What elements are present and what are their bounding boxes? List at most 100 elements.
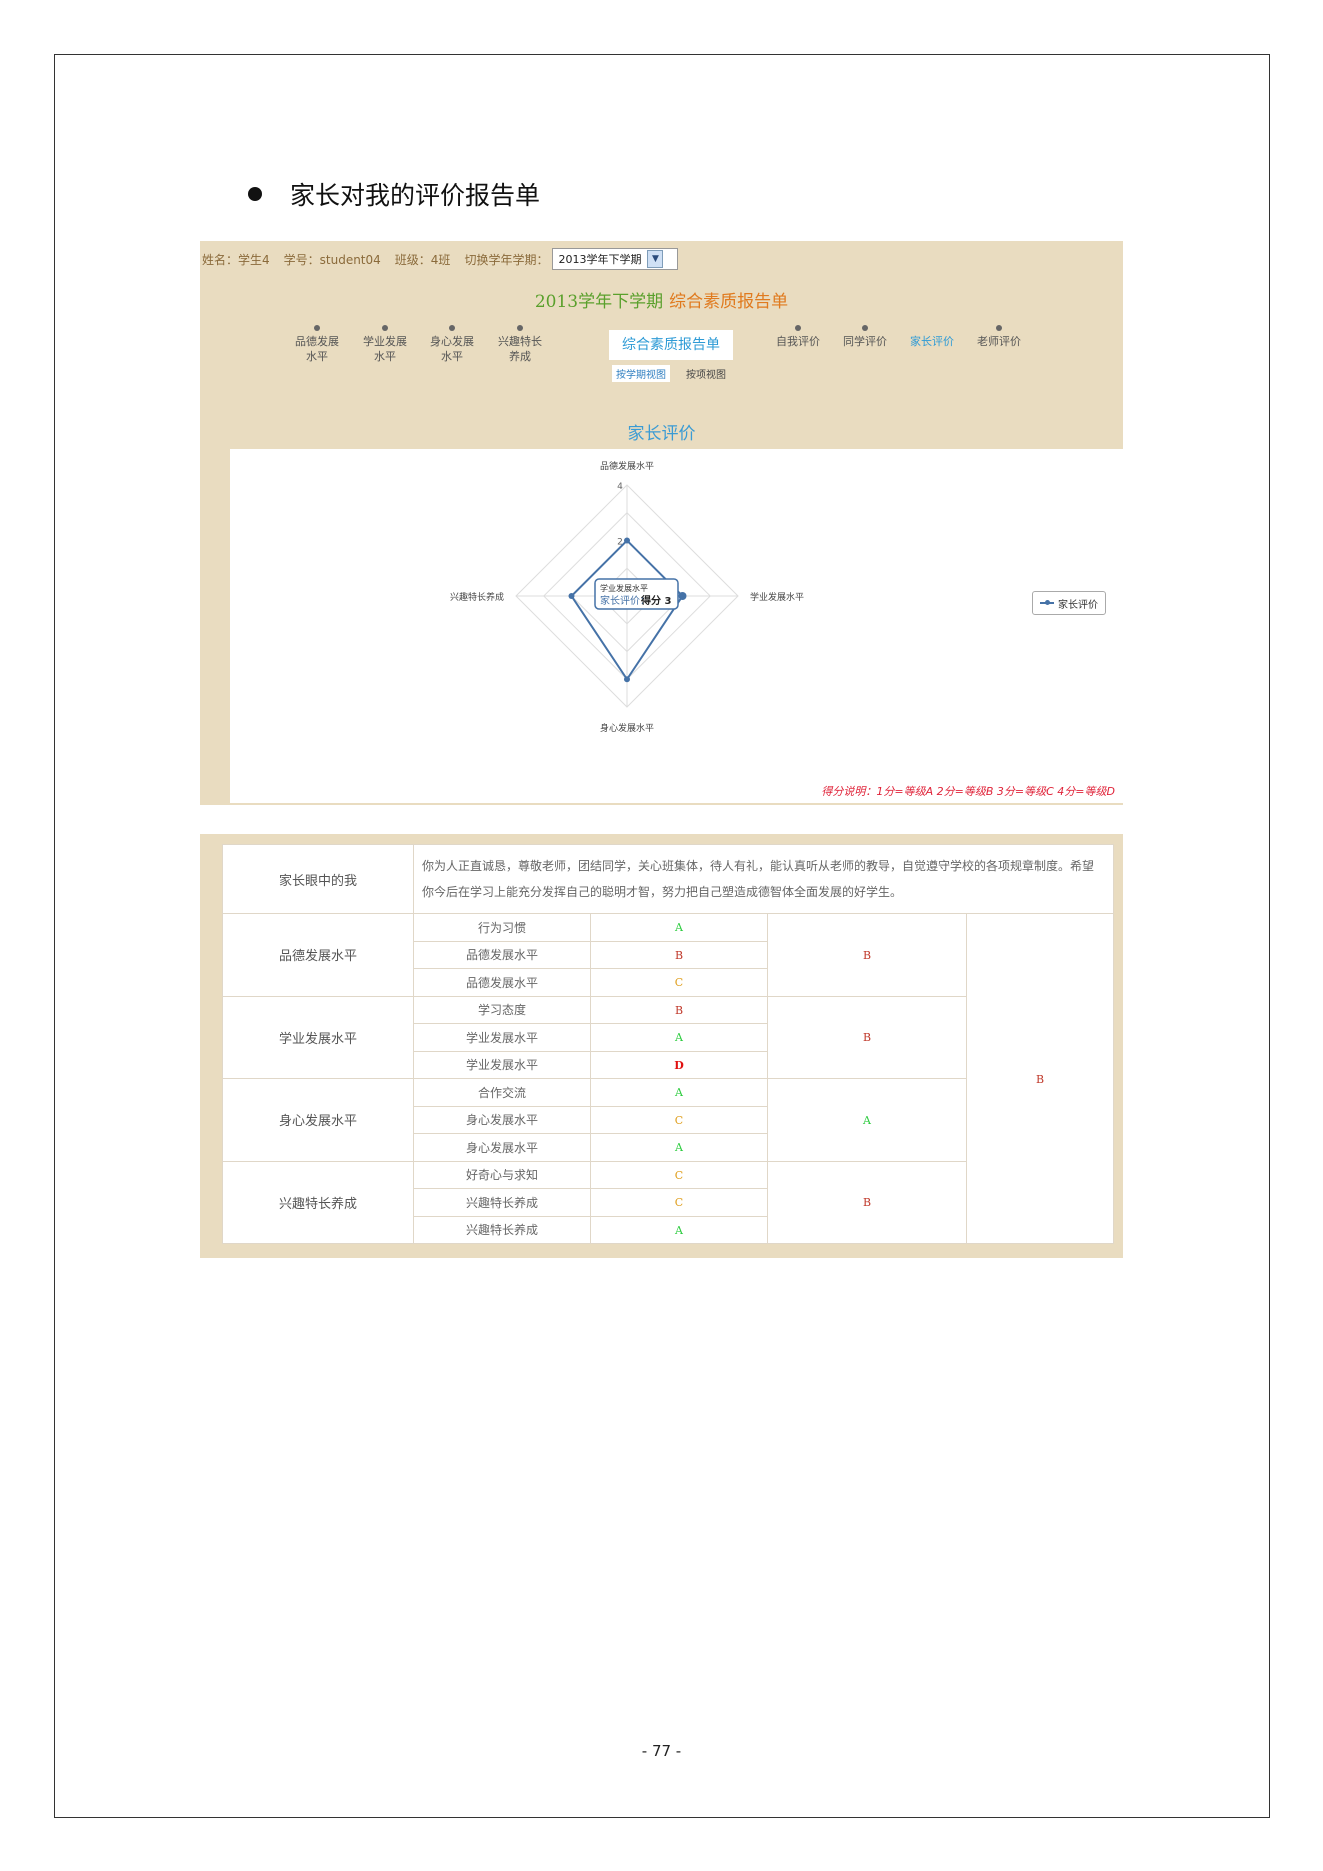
nav-label: 水平 [374,350,396,363]
grade-badge: D [674,1058,684,1072]
view-by-item-button[interactable]: 按项视图 [686,370,726,381]
nav-label: 同学评价 [843,335,887,348]
sub-item-grade-cell: A [590,1133,768,1162]
nav-dot-icon [929,325,935,331]
axis-label: 品德发展水平 [600,460,654,472]
nav-item-moral[interactable]: 品德发展 水平 [292,325,342,364]
sub-item-grade-cell: C [590,1160,768,1189]
semester-select[interactable]: 2013学年下学期 ▼ [552,248,679,270]
nav-label: 家长评价 [910,335,954,348]
report-title-suffix: 综合素质报告单 [669,292,789,312]
category-grade-cell: B [767,913,967,997]
radar-chart-panel: 2 4 品德发展水平学业发展水平身心发展水平 兴趣特长养成 学业发展水平家长评价：得分 … [230,449,1123,803]
data-point [624,676,630,683]
sub-item-cell: 品德发展水平 [413,968,591,997]
category-cell: 品德发展水平 [222,913,414,997]
data-point [624,537,630,544]
report-screenshot: 姓名：学生4 学号：student04 班级：4班 切换学年学期： 2013学年… [200,241,1123,805]
nav-dot-icon [862,325,868,331]
nav-dot-icon [795,325,801,331]
grade-badge: B [862,1196,872,1210]
chart-section-title: 家长评价 [627,424,696,444]
category-cell: 身心发展水平 [222,1078,414,1162]
sub-item-cell: 品德发展水平 [413,940,591,969]
page-border [54,54,1270,1818]
evaluation-table: 家长眼中的我 你为人正直诚恳，尊敬老师，团结同学，关心班集体，待人有礼，能认真听… [222,844,1114,1244]
page-number: - 77 - [641,1742,682,1760]
nav-item-interest[interactable]: 兴趣特长 养成 [495,325,545,364]
sub-item-cell: 好奇心与求知 [413,1160,591,1189]
grade-badge: A [675,1141,683,1155]
axis-label: 兴趣特长养成 [450,591,504,603]
report-title-semester: 2013学年下学期 [534,292,664,312]
tooltip-title: 学业发展水平 [600,583,648,593]
report-title: 2013学年下学期综合素质报告单 [200,287,1123,312]
sub-item-grade-cell: B [590,995,768,1024]
grade-badge: C [674,1196,684,1210]
nav-item-self-eval[interactable]: 自我评价 [771,325,825,349]
axis-tick-label: 2 [617,538,623,548]
semester-switch-label: 切换学年学期： [464,252,549,267]
tab-comprehensive-report[interactable]: 综合素质报告单 [609,330,733,360]
category-cell: 学业发展水平 [222,995,414,1079]
table-row: 身心发展水平 A [223,1133,1114,1162]
sub-item-grade-cell: C [590,968,768,997]
grade-badge: A [675,1086,683,1100]
table-row: 兴趣特长养成 A [223,1215,1114,1244]
legend-label: 家长评价 [1058,599,1098,611]
category-cell: 兴趣特长养成 [222,1160,414,1244]
sub-item-cell: 身心发展水平 [413,1133,591,1162]
category-grade-cell: A [767,1078,967,1162]
nav-item-physical[interactable]: 身心发展 水平 [427,325,477,364]
chart-legend[interactable]: 家长评价 [1032,591,1106,615]
nav-item-teacher-eval[interactable]: 老师评价 [972,325,1026,349]
tooltip-value: 得分 3 [640,594,671,607]
section-heading: 家长对我的评价报告单 [248,176,540,212]
score-explanation: 得分说明：1分=等级A 2分=等级B 3分=等级C 4分=等级D [821,785,1115,798]
legend-line-icon [1040,600,1054,605]
view-by-term-button[interactable]: 按学期视图 [612,365,670,382]
nav-item-peer-eval[interactable]: 同学评价 [838,325,892,349]
nav-label: 自我评价 [776,335,820,348]
axis-tick-label: 4 [617,482,623,492]
nav-item-parent-eval[interactable]: 家长评价 [905,325,959,349]
grade-badge: B [1035,1072,1045,1086]
nav-label: 老师评价 [977,335,1021,348]
nav-label: 兴趣特长 [498,335,542,348]
nav-label: 水平 [441,350,463,363]
grade-badge: C [674,976,684,990]
nav-dot-icon [517,325,523,331]
sub-item-grade-cell: D [590,1050,768,1079]
comment-text: 你为人正直诚恳，尊敬老师，团结同学，关心班集体，待人有礼，能认真听从老师的教导，… [413,844,1114,914]
grade-badge: A [863,1113,871,1127]
grade-badge: A [675,1223,683,1237]
student-name: 姓名：学生4 [202,252,270,267]
overall-grade-cell: B [966,913,1114,1244]
comment-row: 家长眼中的我 你为人正直诚恳，尊敬老师，团结同学，关心班集体，待人有礼，能认真听… [222,844,1114,914]
nav-dot-icon [314,325,320,331]
grade-badge: B [674,1003,684,1017]
axis-label: 身心发展水平 [600,722,654,734]
sub-item-cell: 行为习惯 [413,913,591,942]
sub-item-cell: 兴趣特长养成 [413,1215,591,1244]
student-class: 班级：4班 [394,252,451,267]
bullet-icon [248,187,262,201]
nav-item-academic[interactable]: 学业发展 水平 [360,325,410,364]
nav-label: 学业发展 [363,335,407,348]
sub-item-grade-cell: C [590,1188,768,1217]
sub-item-cell: 合作交流 [413,1078,591,1107]
chevron-down-icon[interactable]: ▼ [647,250,664,268]
comment-label: 家长眼中的我 [222,844,414,914]
nav-label: 水平 [306,350,328,363]
grade-badge: A [675,1031,683,1045]
semester-select-value: 2013学年下学期 [558,253,642,266]
